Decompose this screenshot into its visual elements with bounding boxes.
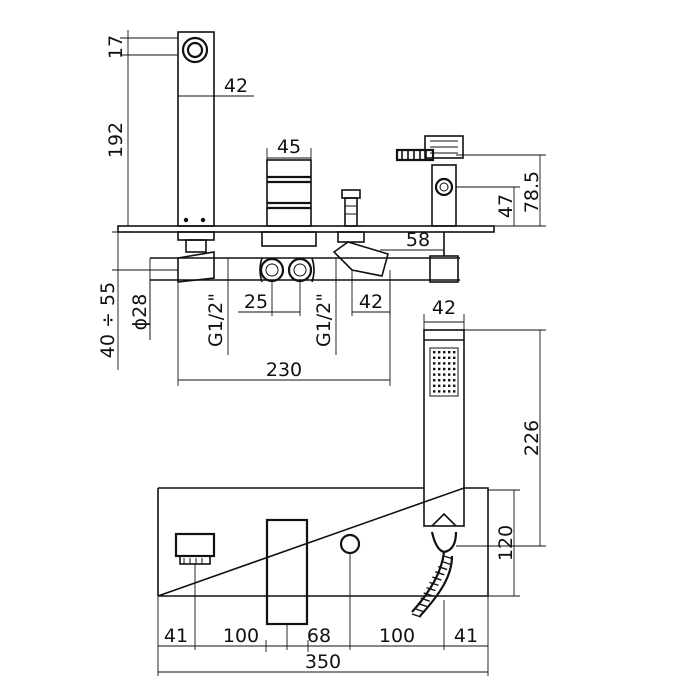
- nozzle-dot: [453, 362, 456, 365]
- nozzle-dot: [453, 373, 456, 376]
- hose-ring: [443, 555, 454, 560]
- shower-holder: [395, 135, 464, 227]
- dim-overall-length: 230: [266, 359, 302, 381]
- dim-mixer-width: 45: [277, 136, 301, 158]
- nozzle-dot: [433, 373, 436, 376]
- hose-ring: [414, 608, 425, 613]
- nozzle-dot: [433, 379, 436, 382]
- dim-holder-drop: 120: [495, 525, 517, 561]
- dim-holder-height: 78.5: [521, 171, 543, 213]
- nozzle-dot: [438, 356, 441, 359]
- dim-mixer-to-diverter: 100: [379, 625, 415, 647]
- dim-inlet-gap: 25: [244, 291, 268, 313]
- dim-left-margin: 41: [164, 625, 188, 647]
- nozzle-dot: [443, 362, 446, 365]
- hose-ring: [426, 586, 436, 592]
- nozzle-dot: [438, 373, 441, 376]
- nozzle-dot: [433, 362, 436, 365]
- dim-spout-height: 192: [105, 122, 127, 158]
- dim-front-mixer-width: 68: [307, 625, 331, 647]
- dim-head-width: 42: [432, 297, 456, 319]
- mixer-lever: [265, 518, 309, 626]
- dim-inlet-right-thread: G1/2": [313, 293, 335, 347]
- dim-plate-width: 350: [305, 651, 341, 673]
- hand-shower: 42 226 120: [411, 297, 546, 618]
- nozzle-dot: [453, 390, 456, 393]
- dim-right-margin: 41: [454, 625, 478, 647]
- nozzle-dot: [453, 379, 456, 382]
- underside-body: [150, 231, 460, 283]
- nozzle-dot: [443, 384, 446, 387]
- hose-ring: [437, 565, 448, 571]
- diverter-stem: [341, 189, 361, 227]
- dim-spout-width: 42: [224, 75, 248, 97]
- dim-holder-offset: 47: [495, 194, 517, 218]
- nozzle-dot: [453, 367, 456, 371]
- dim-pipe-offset: 58: [406, 229, 430, 251]
- shower-hose: [411, 531, 458, 618]
- nozzle-dot: [448, 390, 451, 393]
- dim-spout-to-mixer: 100: [223, 625, 259, 647]
- dim-pipe-diameter: ϕ28: [129, 294, 151, 331]
- mixer-column: [266, 159, 312, 227]
- hose-ring: [420, 597, 430, 602]
- spout-outlet: [174, 532, 216, 565]
- hose-ring: [417, 602, 428, 608]
- front-elevation-view: 41 100 68 100 41 350: [157, 487, 489, 676]
- nozzle-dot: [448, 356, 451, 359]
- nozzle-dot: [443, 356, 446, 359]
- diverter-knob: [339, 533, 361, 555]
- nozzle-dot: [433, 384, 436, 387]
- nozzle-dot: [433, 351, 436, 354]
- hose-ring: [435, 571, 445, 576]
- dim-outlet-spacing: 42: [359, 291, 383, 313]
- nozzle-dot: [443, 367, 446, 371]
- nozzle-dot: [448, 373, 451, 376]
- nozzle-dot: [453, 384, 456, 387]
- spout: [177, 31, 215, 227]
- spray-nozzles: [429, 347, 459, 397]
- nozzle-dot: [448, 351, 451, 354]
- dim-shower-length: 226: [521, 420, 543, 456]
- nozzle-dot: [438, 390, 441, 393]
- dim-body-height-range: 40 ÷ 55: [97, 282, 119, 358]
- hose-ring: [440, 560, 451, 565]
- side-elevation-view: 17 192 42 45 78.5 47 58 40 ÷ 55 ϕ28: [97, 30, 546, 386]
- hose-ring: [429, 581, 439, 587]
- nozzle-dot: [448, 379, 451, 382]
- nozzle-dot: [448, 367, 451, 371]
- nozzle-dot: [448, 384, 451, 387]
- nozzle-dot: [443, 373, 446, 376]
- deck-plate: [117, 225, 495, 233]
- nozzle-dot: [438, 384, 441, 387]
- hose-ring: [411, 613, 422, 618]
- nozzle-dot: [443, 379, 446, 382]
- dim-inlet-left-thread: G1/2": [205, 293, 227, 347]
- hose-ring: [432, 576, 442, 581]
- nozzle-dot: [438, 379, 441, 382]
- nozzle-dot: [453, 351, 456, 354]
- nozzle-dot: [433, 367, 436, 371]
- nozzle-dot: [433, 390, 436, 393]
- nozzle-dot: [438, 362, 441, 365]
- nozzle-dot: [443, 390, 446, 393]
- nozzle-dot: [443, 351, 446, 354]
- nozzle-dot: [438, 367, 441, 371]
- nozzle-dot: [453, 356, 456, 359]
- nozzle-dot: [433, 356, 436, 359]
- dim-spout-thickness: 17: [105, 35, 127, 59]
- nozzle-dot: [438, 351, 441, 354]
- nozzle-dot: [448, 362, 451, 365]
